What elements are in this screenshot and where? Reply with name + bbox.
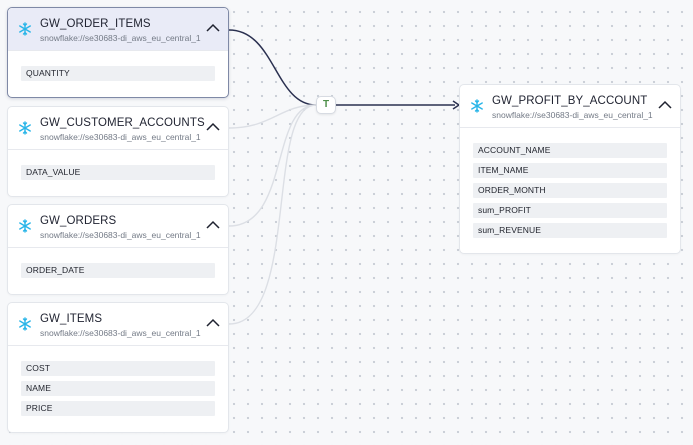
node-header[interactable]: GW_ITEMS snowflake://se30683-di_aws_eu_c…	[8, 303, 228, 346]
dataset-node-customer-accounts[interactable]: GW_CUSTOMER_ACCOUNTS snowflake://se30683…	[7, 106, 229, 197]
edge-items-to-transform	[228, 104, 317, 325]
field-item[interactable]: NAME	[21, 381, 215, 396]
edge-customer-accounts-to-transform	[228, 104, 317, 129]
node-connection-url: snowflake://se30683-di_aws_eu_central_1	[40, 328, 201, 338]
node-header[interactable]: GW_ORDERS snowflake://se30683-di_aws_eu_…	[8, 205, 228, 248]
field-item[interactable]: COST	[21, 361, 215, 376]
chevron-up-icon[interactable]	[206, 318, 220, 327]
field-list: ORDER_DATE	[8, 248, 228, 278]
snowflake-icon	[19, 22, 31, 36]
node-connection-url: snowflake://se30683-di_aws_eu_central_1	[40, 132, 201, 142]
chevron-up-icon[interactable]	[206, 23, 220, 32]
dataset-node-profit-by-account[interactable]: GW_PROFIT_BY_ACCOUNT snowflake://se30683…	[459, 84, 681, 254]
node-title: GW_ORDERS	[40, 215, 117, 227]
field-list: COST NAME PRICE	[8, 346, 228, 416]
node-title: GW_PROFIT_BY_ACCOUNT	[492, 95, 648, 107]
chevron-up-icon[interactable]	[658, 100, 672, 109]
snowflake-icon	[19, 317, 31, 331]
field-item[interactable]: sum_REVENUE	[473, 223, 667, 238]
snowflake-icon	[19, 219, 31, 233]
dataset-node-order-items[interactable]: GW_ORDER_ITEMS snowflake://se30683-di_aw…	[7, 7, 229, 98]
chevron-up-icon[interactable]	[206, 122, 220, 131]
node-connection-url: snowflake://se30683-di_aws_eu_central_1	[492, 110, 653, 120]
node-header[interactable]: GW_CUSTOMER_ACCOUNTS snowflake://se30683…	[8, 107, 228, 150]
edge-orders-to-transform	[228, 104, 317, 227]
transform-icon: T	[322, 99, 330, 110]
node-title: GW_ITEMS	[40, 313, 103, 325]
field-item[interactable]: ORDER_DATE	[21, 263, 215, 278]
field-item[interactable]: ORDER_MONTH	[473, 183, 667, 198]
snowflake-icon	[19, 121, 31, 135]
transform-node[interactable]: T	[316, 96, 336, 114]
field-item[interactable]: ACCOUNT_NAME	[473, 143, 667, 158]
node-title: GW_CUSTOMER_ACCOUNTS	[40, 117, 205, 129]
field-item[interactable]: ITEM_NAME	[473, 163, 667, 178]
snowflake-icon	[471, 99, 483, 113]
chevron-up-icon[interactable]	[206, 220, 220, 229]
field-item[interactable]: PRICE	[21, 401, 215, 416]
dataset-node-items[interactable]: GW_ITEMS snowflake://se30683-di_aws_eu_c…	[7, 302, 229, 433]
node-header[interactable]: GW_PROFIT_BY_ACCOUNT snowflake://se30683…	[460, 85, 680, 128]
node-title: GW_ORDER_ITEMS	[40, 18, 151, 30]
node-header[interactable]: GW_ORDER_ITEMS snowflake://se30683-di_aw…	[8, 8, 228, 51]
node-connection-url: snowflake://se30683-di_aws_eu_central_1	[40, 230, 201, 240]
field-item[interactable]: sum_PROFIT	[473, 203, 667, 218]
field-item[interactable]: DATA_VALUE	[21, 165, 215, 180]
field-list: ACCOUNT_NAME ITEM_NAME ORDER_MONTH sum_P…	[460, 128, 680, 238]
field-list: QUANTITY	[8, 51, 228, 81]
dataset-node-orders[interactable]: GW_ORDERS snowflake://se30683-di_aws_eu_…	[7, 204, 229, 295]
field-item[interactable]: QUANTITY	[21, 66, 215, 81]
edge-order-items-to-transform	[228, 29, 317, 106]
node-connection-url: snowflake://se30683-di_aws_eu_central_1	[40, 33, 201, 43]
field-list: DATA_VALUE	[8, 150, 228, 180]
